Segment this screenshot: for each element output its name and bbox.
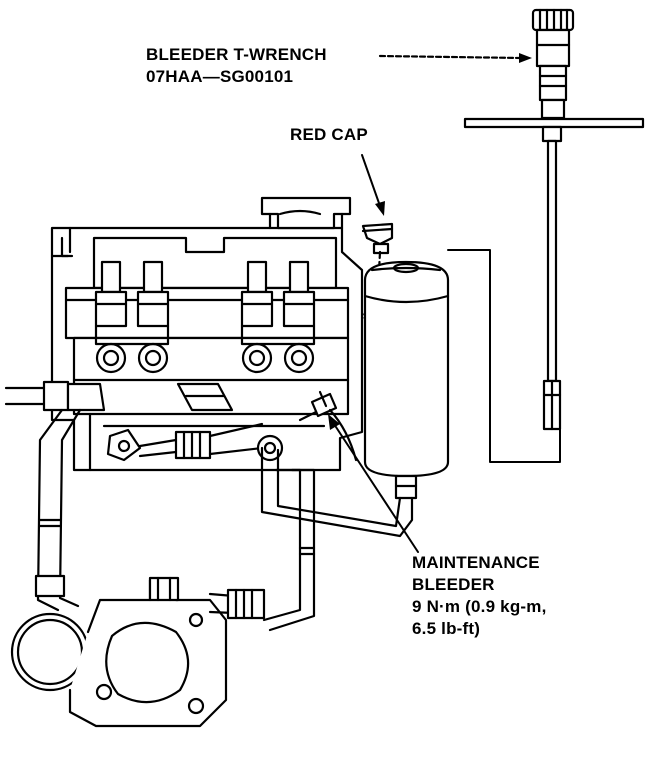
bleeder-t-wrench-name: BLEEDER T-WRENCH bbox=[146, 45, 327, 64]
maintenance-bleeder-line2: BLEEDER bbox=[412, 575, 495, 594]
bleeder-t-wrench-part-number: 07HAA—SG00101 bbox=[146, 67, 294, 86]
bleeder-t-wrench bbox=[463, 8, 645, 431]
bleeder-t-wrench-label: BLEEDER T-WRENCH 07HAA—SG00101 bbox=[146, 44, 327, 88]
maintenance-bleeder-label: MAINTENANCE BLEEDER 9 N·m (0.9 kg-m, 6.5… bbox=[412, 552, 547, 640]
maintenance-bleeder-torque-lbft: 6.5 lb-ft) bbox=[412, 619, 481, 638]
red-cap-leader bbox=[361, 154, 385, 216]
maintenance-bleeder-leader bbox=[328, 414, 419, 553]
solenoid-valves bbox=[94, 260, 316, 374]
accumulator bbox=[363, 260, 450, 500]
t-wrench-leader bbox=[378, 53, 532, 63]
left-pipe-assembly bbox=[4, 380, 106, 612]
modulator-block bbox=[50, 196, 364, 472]
maintenance-bleeder-line1: MAINTENANCE bbox=[412, 553, 540, 572]
red-cap-label: RED CAP bbox=[290, 124, 368, 146]
brake-caliper bbox=[10, 576, 266, 728]
maintenance-bleeder-torque: 9 N·m (0.9 kg-m, bbox=[412, 597, 547, 616]
center-pipe-assembly bbox=[106, 382, 414, 632]
red-cap bbox=[361, 222, 394, 255]
red-cap-text: RED CAP bbox=[290, 125, 368, 144]
